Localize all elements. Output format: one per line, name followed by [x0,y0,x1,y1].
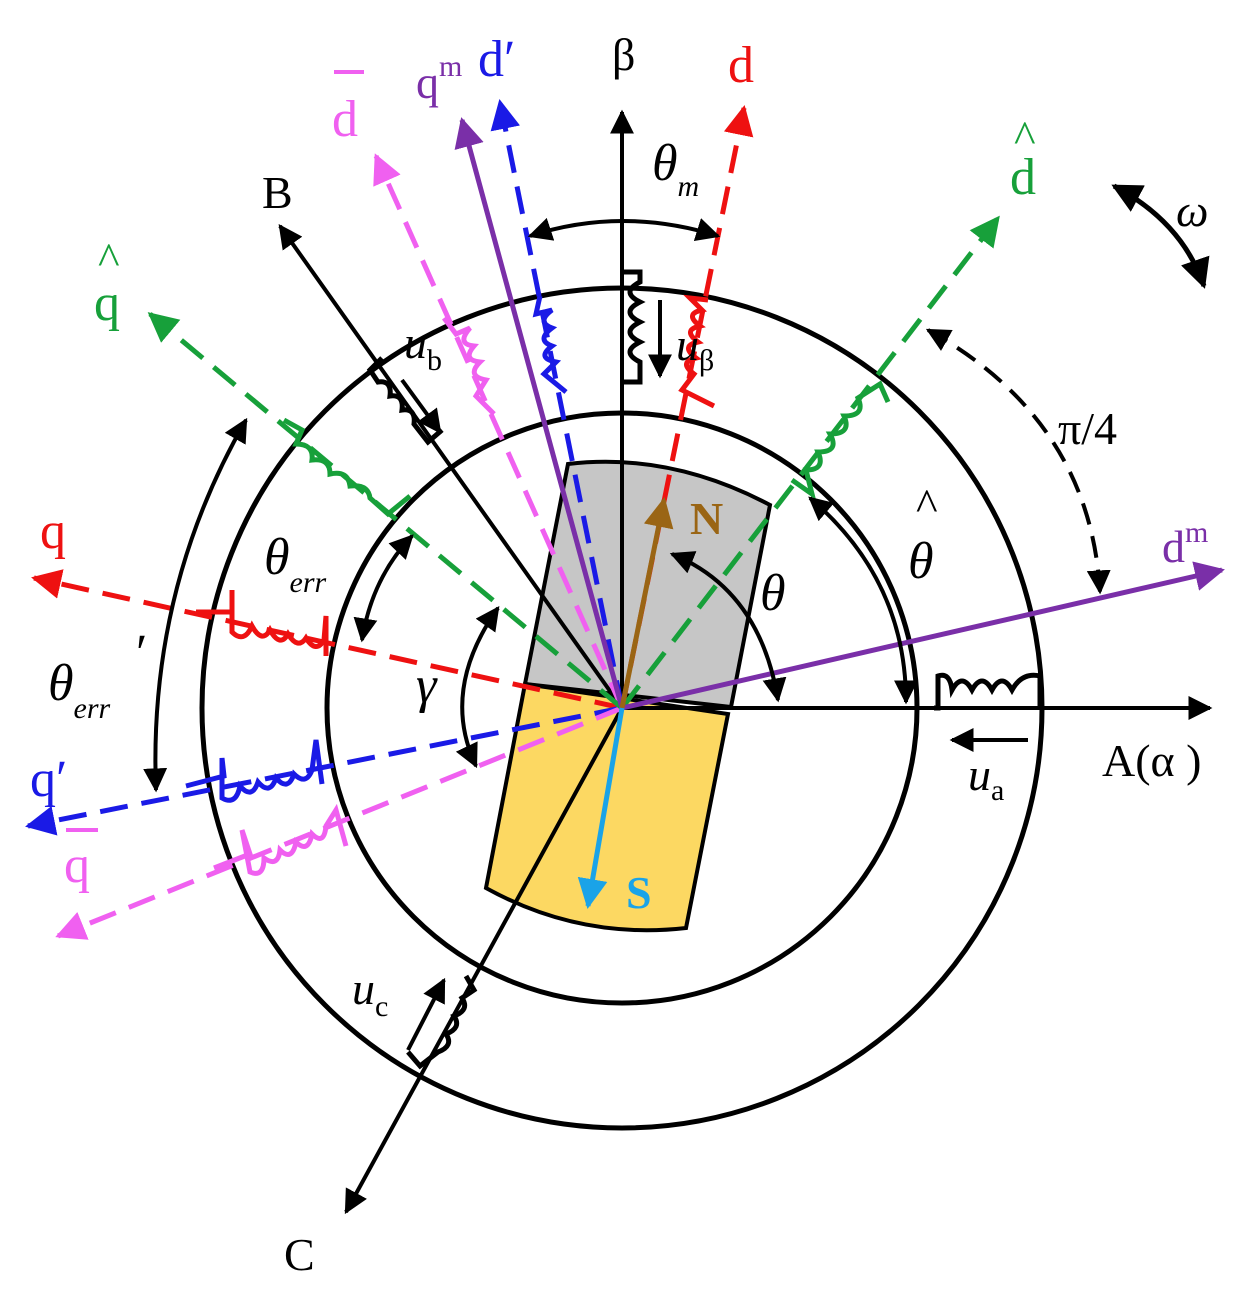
label-d: d [728,37,754,94]
label-theta-err: θerr [264,529,327,599]
winding-c [406,974,478,1070]
label-u-b: ub [404,317,442,377]
north-vector [619,497,674,709]
label-d-m: dm [1162,516,1208,572]
axis-b [278,224,624,710]
label-beta: β [612,29,635,80]
label-q-bar: q [64,837,90,894]
prime-theta-err: ′ [136,625,147,682]
arc-theta-m [527,217,721,242]
arc-theta [669,551,787,703]
label-u-beta: uβ [676,319,714,377]
winding-d-bar [442,316,496,416]
axis-q-m [454,117,625,709]
label-q-hat: q [94,275,120,332]
label-theta-hat: θ [908,533,934,590]
south-vector [577,707,625,909]
label-north: N [690,493,723,544]
arc-theta-err [353,534,414,643]
winding-b [366,356,444,446]
label-b: B [262,167,293,218]
arc-theta-hat [808,496,918,705]
label-d-prime: d′ [478,31,515,88]
arc-gamma [455,606,500,769]
label-a-alpha: A(α ) [1102,735,1201,786]
label-q-prime: q′ [30,751,67,808]
label-south: S [626,867,652,918]
label-q: q [40,503,66,560]
label-u-c: uc [352,963,388,1023]
label-theta-err-prime: θerr [48,655,111,725]
winding-q-prime [185,739,325,803]
label-q-m: qm [416,50,462,108]
label-omega: ω [1176,185,1208,236]
label-theta-m: θm [652,135,699,203]
winding-d [678,294,716,409]
winding-q-bar [213,803,349,876]
arrow-u-b [400,378,442,434]
axis-q-prime [25,705,623,836]
axis-d-bar [373,153,625,710]
arc-theta-err-prime [143,417,248,793]
arc-pi-over-4 [925,328,1111,595]
winding-d-hat [790,380,891,500]
arc-omega [1111,183,1210,289]
label-pi-over-4: π/4 [1058,403,1117,454]
winding-q-hat [282,417,412,518]
label-theta: θ [760,565,786,622]
label-u-a: ua [968,749,1004,807]
arrow-u-c [406,977,446,1051]
label-c: C [284,1229,315,1280]
label-d-hat: d [1010,149,1036,206]
label-gamma: γ [416,657,438,714]
axis-d-prime [490,99,625,709]
label-d-bar: d [332,91,358,148]
winding-a [934,672,1043,711]
hat-d: ^ [1014,111,1036,162]
hat-q: ^ [98,233,120,284]
winding-d-prime [532,295,568,394]
hat-theta: ^ [916,479,938,530]
winding-beta [622,269,646,385]
axis-c [344,707,624,1215]
